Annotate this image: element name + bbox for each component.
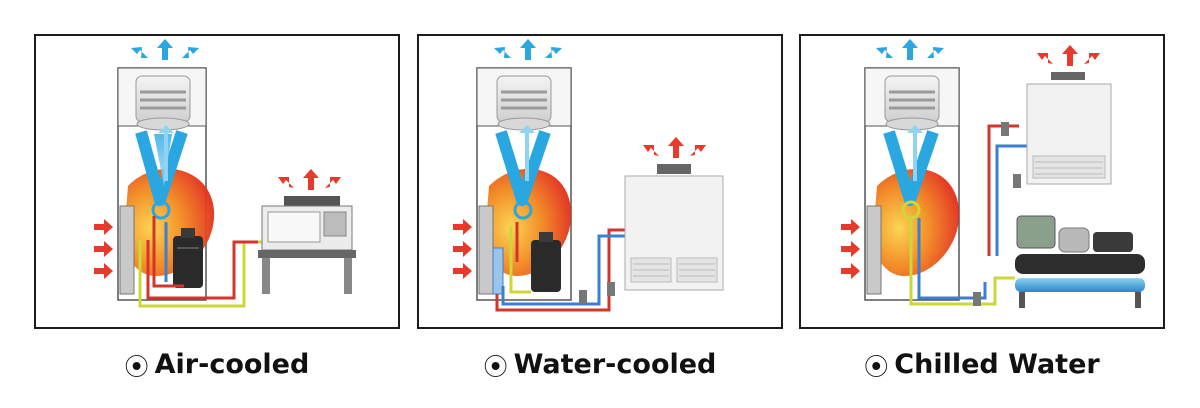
- airflow-arrow-icon: [876, 39, 944, 60]
- airflow-arrow-icon: [278, 169, 341, 190]
- airflow-arrow-icon: [453, 219, 472, 279]
- airflow-arrow-icon: [94, 219, 113, 279]
- caption-label: Water-cooled: [513, 348, 717, 380]
- air-cooled-illustration: [94, 39, 356, 308]
- cooling-tower-icon: [624, 164, 724, 291]
- pump-icon: [579, 282, 615, 304]
- option-marker-icon: ⦿: [124, 352, 149, 381]
- chilled-water-illustration: [841, 39, 1145, 308]
- caption-label: Air-cooled: [154, 348, 310, 380]
- intake-grille: [119, 205, 135, 295]
- airflow-arrow-icon: [131, 39, 199, 60]
- compressor-icon: [531, 232, 561, 292]
- coil-icon: [495, 125, 551, 220]
- airflow-arrow-icon: [494, 39, 562, 60]
- option-marker-icon: ⦿: [864, 352, 889, 381]
- caption-air-cooled: ⦿ Air-cooled: [34, 344, 400, 384]
- caption-label: Chilled Water: [894, 348, 1100, 380]
- fan-icon: [496, 75, 552, 131]
- coil-icon: [135, 125, 188, 220]
- panel-water-cooled: [417, 34, 783, 329]
- condenser-icon: [258, 196, 356, 294]
- panel-chilled-water: [799, 34, 1165, 329]
- caption-water-cooled: ⦿ Water-cooled: [417, 344, 783, 384]
- airflow-arrow-icon: [1037, 45, 1100, 66]
- intake-grille: [866, 205, 882, 295]
- pump-icon: [973, 122, 1021, 306]
- fan-icon: [135, 75, 191, 131]
- option-marker-icon: ⦿: [483, 352, 508, 381]
- cooling-tower-icon: [1026, 72, 1112, 185]
- airflow-arrow-icon: [841, 219, 860, 279]
- warm-air-zone: [873, 168, 960, 276]
- caption-chilled-water: ⦿ Chilled Water: [799, 344, 1165, 384]
- fan-icon: [884, 75, 940, 131]
- intake-grille: [478, 205, 494, 295]
- chiller-icon: [1015, 215, 1145, 308]
- water-cooled-illustration: [453, 39, 724, 312]
- panel-air-cooled: [34, 34, 400, 329]
- compressor-icon: [173, 228, 203, 288]
- airflow-arrow-icon: [643, 137, 706, 158]
